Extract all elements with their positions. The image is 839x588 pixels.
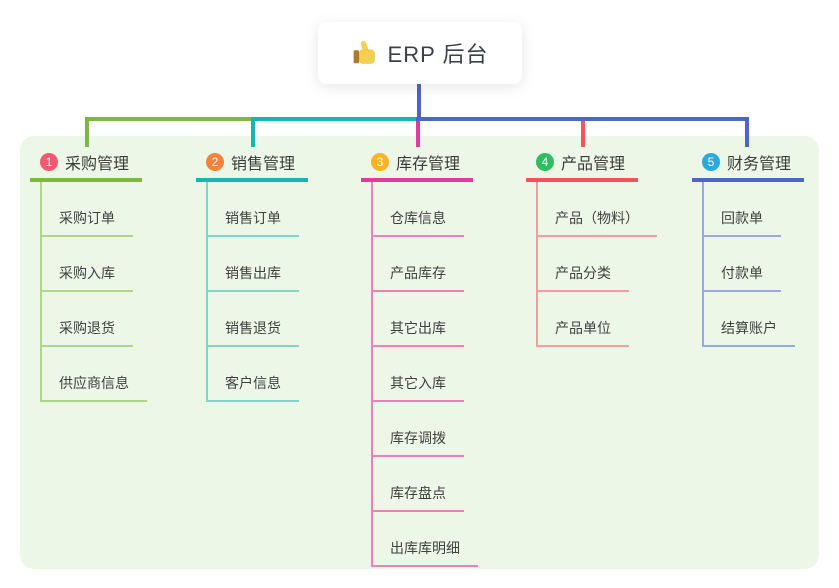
branch-number-badge: 2 xyxy=(206,153,224,171)
child-topic-item[interactable]: 库存盘点 xyxy=(373,457,464,512)
branches-panel xyxy=(20,136,819,569)
child-topic-item[interactable]: 库存调拨 xyxy=(373,402,464,457)
child-topic-item[interactable]: 供应商信息 xyxy=(42,347,147,402)
child-topic-item[interactable]: 产品（物料） xyxy=(538,182,657,237)
child-topic-item[interactable]: 产品单位 xyxy=(538,292,629,347)
child-topic-item[interactable]: 其它出库 xyxy=(373,292,464,347)
branch-children: 销售订单销售出库销售退货客户信息 xyxy=(206,182,299,402)
child-topic-item[interactable]: 销售订单 xyxy=(208,182,299,237)
branch-topic-label: 库存管理 xyxy=(396,156,461,173)
child-topic-item[interactable]: 采购订单 xyxy=(42,182,133,237)
connector-rail-right-blue xyxy=(416,117,749,121)
child-topic-item[interactable]: 仓库信息 xyxy=(373,182,464,237)
branch-2: 2 销售管理销售订单销售出库销售退货客户信息 xyxy=(196,146,308,402)
child-topic-item[interactable]: 客户信息 xyxy=(208,347,299,402)
child-topic-item[interactable]: 采购入库 xyxy=(42,237,133,292)
branch-number-badge: 4 xyxy=(536,153,554,171)
connector-drop-2 xyxy=(251,117,255,147)
connector-drop-3 xyxy=(416,121,420,147)
thumbs-up-icon xyxy=(353,40,375,64)
branch-5: 5 财务管理回款单付款单结算账户 xyxy=(692,146,804,347)
branch-children: 仓库信息产品库存其它出库其它入库库存调拨库存盘点出库库明细 xyxy=(371,182,478,567)
branch-children: 采购订单采购入库采购退货供应商信息 xyxy=(40,182,147,402)
connector-root-stem xyxy=(417,84,421,121)
child-topic-item[interactable]: 产品分类 xyxy=(538,237,629,292)
root-node[interactable]: ERP 后台 xyxy=(318,22,522,84)
branch-topic-label: 财务管理 xyxy=(727,156,792,173)
connector-rail-left-green xyxy=(85,117,255,121)
child-topic-item[interactable]: 出库库明细 xyxy=(373,512,478,567)
branch-number-badge: 5 xyxy=(702,153,720,171)
branch-topic[interactable]: 5 财务管理 xyxy=(692,146,804,182)
branch-number-badge: 3 xyxy=(371,153,389,171)
connector-drop-1 xyxy=(85,117,89,147)
child-topic-item[interactable]: 付款单 xyxy=(704,237,781,292)
child-topic-item[interactable]: 产品库存 xyxy=(373,237,464,292)
connector-rail-mid-teal xyxy=(251,117,420,121)
branch-topic-label: 采购管理 xyxy=(65,156,130,173)
branch-4: 4 产品管理产品（物料）产品分类产品单位 xyxy=(526,146,657,347)
child-topic-item[interactable]: 销售退货 xyxy=(208,292,299,347)
branch-topic[interactable]: 1 采购管理 xyxy=(30,146,142,182)
root-label: ERP 后台 xyxy=(387,42,489,67)
child-topic-item[interactable]: 回款单 xyxy=(704,182,781,237)
branch-topic-label: 产品管理 xyxy=(561,156,626,173)
connector-drop-5 xyxy=(745,117,749,147)
child-topic-item[interactable]: 销售出库 xyxy=(208,237,299,292)
connector-drop-4 xyxy=(581,121,585,147)
branch-number-badge: 1 xyxy=(40,153,58,171)
branch-3: 3 库存管理仓库信息产品库存其它出库其它入库库存调拨库存盘点出库库明细 xyxy=(361,146,478,567)
branch-1: 1 采购管理采购订单采购入库采购退货供应商信息 xyxy=(30,146,147,402)
child-topic-item[interactable]: 采购退货 xyxy=(42,292,133,347)
branch-topic-label: 销售管理 xyxy=(231,156,296,173)
branch-children: 产品（物料）产品分类产品单位 xyxy=(536,182,657,347)
child-topic-item[interactable]: 结算账户 xyxy=(704,292,795,347)
branch-children: 回款单付款单结算账户 xyxy=(702,182,795,347)
branch-topic[interactable]: 3 库存管理 xyxy=(361,146,473,182)
child-topic-item[interactable]: 其它入库 xyxy=(373,347,464,402)
branch-topic[interactable]: 2 销售管理 xyxy=(196,146,308,182)
branch-topic[interactable]: 4 产品管理 xyxy=(526,146,638,182)
